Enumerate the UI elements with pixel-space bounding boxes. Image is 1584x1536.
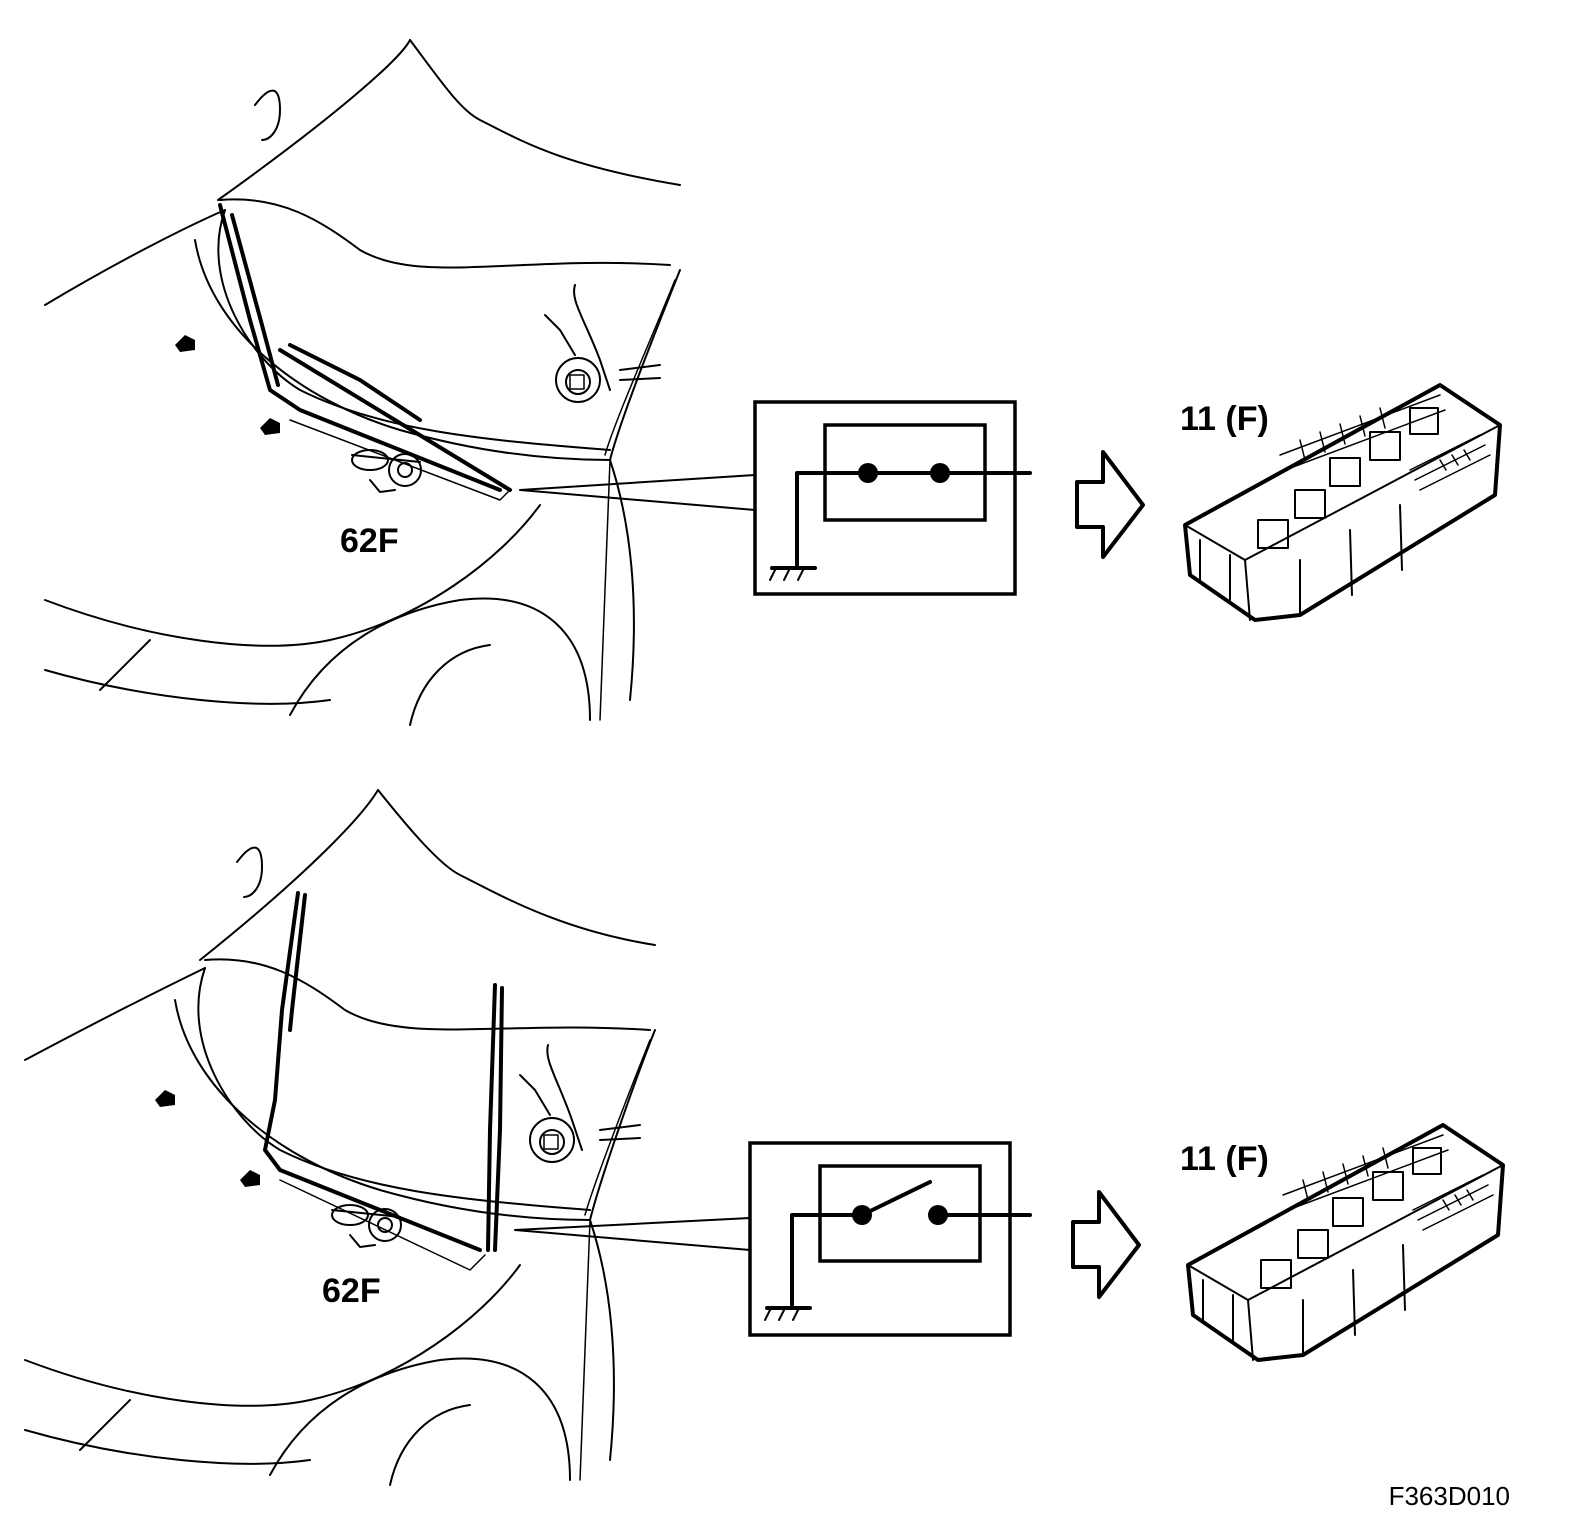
right-arrow-icon-bottom xyxy=(1071,1190,1141,1299)
component-label-bottom: 62F xyxy=(322,1272,381,1310)
wiper-motor-bottom xyxy=(331,1204,402,1248)
fusebox-label-top: 11 (F) xyxy=(1180,400,1269,438)
ground-icon xyxy=(769,566,817,581)
washer-nozzle-icon xyxy=(155,1090,175,1107)
car-front-illustration-top xyxy=(44,39,681,726)
leader-line-top xyxy=(519,474,756,511)
horn-icon-top xyxy=(544,284,661,403)
panel-bottom: 62F 11 (F) xyxy=(24,789,1505,1486)
washer-nozzle-icon xyxy=(260,418,280,435)
washer-nozzle-icon xyxy=(240,1170,260,1187)
switch-schematic-top xyxy=(753,400,1032,596)
fuse-box-icon-bottom xyxy=(1186,1123,1505,1362)
panel-top: 62F 11 (F) xyxy=(44,39,1502,726)
wiper-motor-top xyxy=(351,449,422,493)
figure-code: F363D010 xyxy=(1389,1481,1510,1511)
fuse-box-icon-top xyxy=(1183,383,1502,622)
component-label-top: 62F xyxy=(340,522,399,560)
fusebox-label-bottom: 11 (F) xyxy=(1180,1140,1269,1178)
leader-line-bottom xyxy=(514,1217,751,1251)
right-arrow-icon-top xyxy=(1075,450,1145,559)
washer-nozzle-icon xyxy=(175,335,195,352)
switch-schematic-bottom xyxy=(748,1141,1032,1337)
ground-icon xyxy=(764,1306,812,1321)
horn-icon-bottom xyxy=(519,1044,641,1163)
car-front-illustration-bottom xyxy=(24,789,656,1486)
